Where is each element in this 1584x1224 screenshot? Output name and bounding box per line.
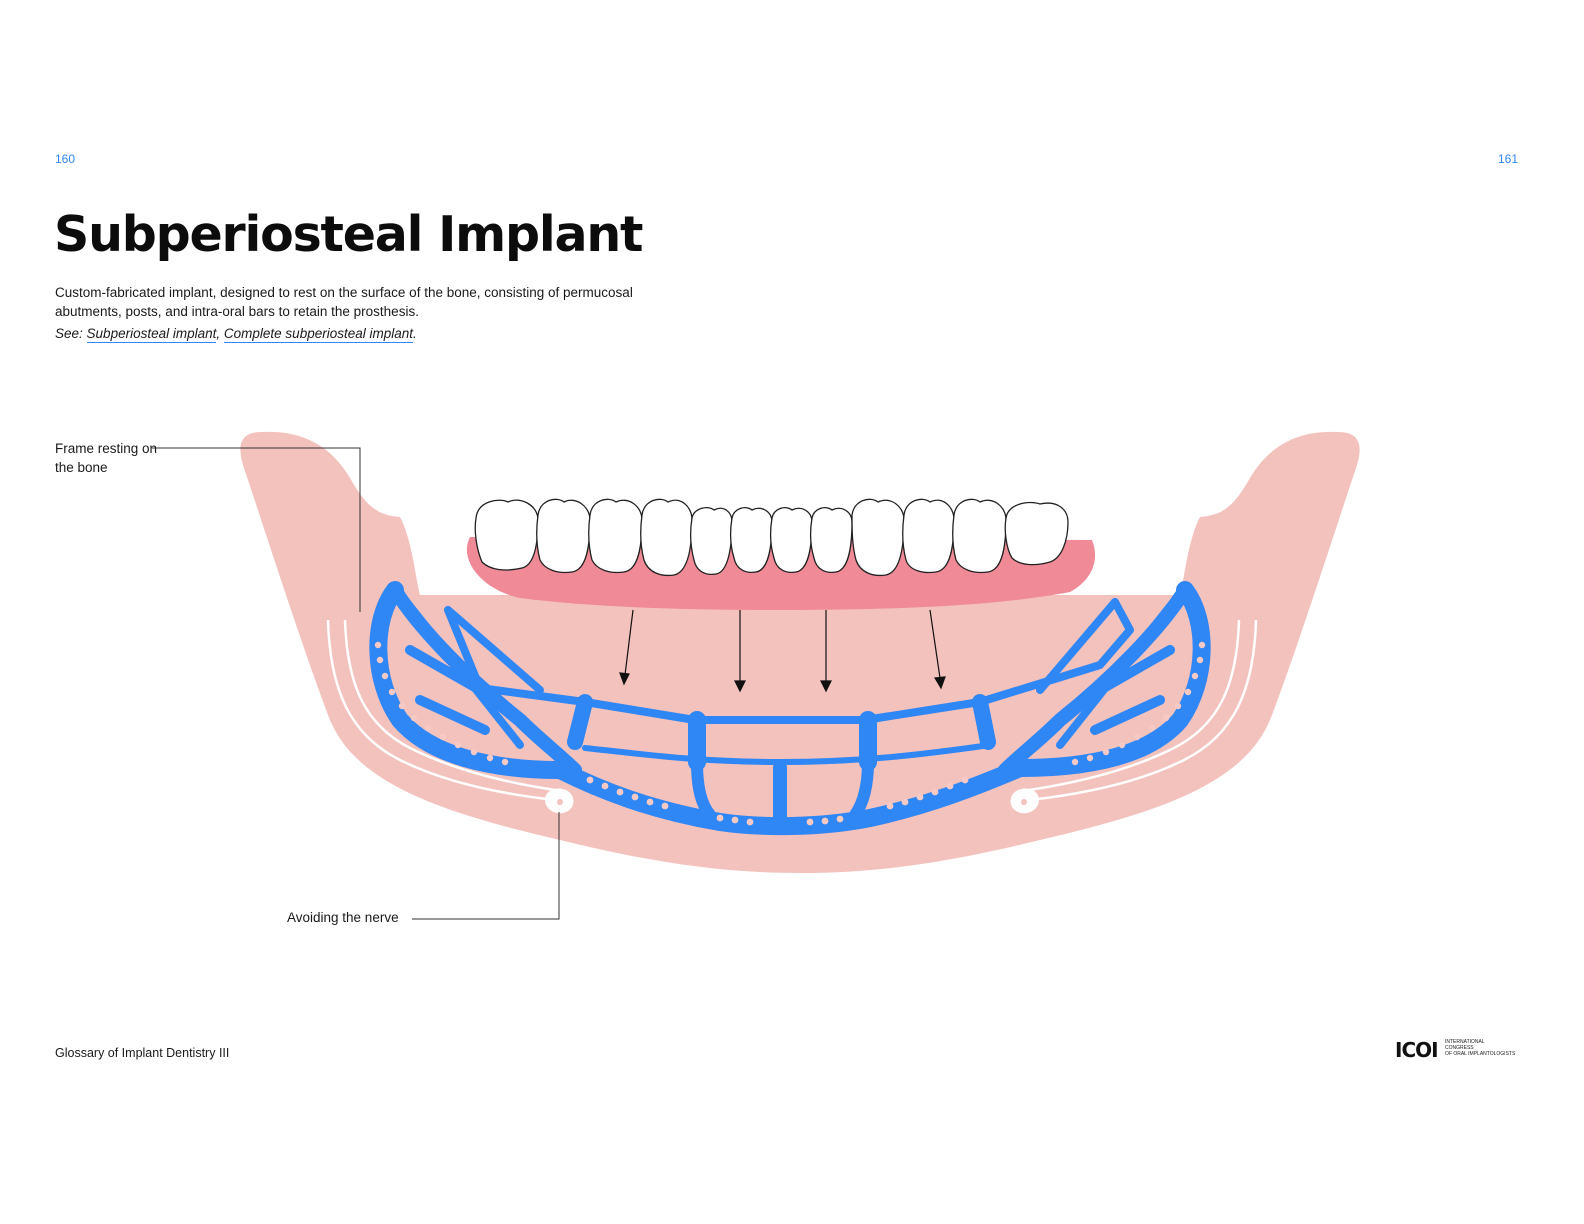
- logo-line: CONGRESS: [1445, 1045, 1474, 1051]
- see-separator: ,: [216, 326, 221, 341]
- label-frame-resting: Frame resting on the bone: [55, 441, 158, 475]
- logo-mark: ICOI: [1395, 1038, 1439, 1062]
- nerve-canal-right-inner: [1028, 619, 1241, 792]
- logo-line: INTERNATIONAL: [1445, 1039, 1485, 1045]
- leader-nerve: [412, 812, 560, 920]
- logo-line: OF ORAL IMPLANTOLOGISTS: [1445, 1051, 1516, 1057]
- see-also: See: Subperiosteal implant, Complete sub…: [55, 326, 417, 343]
- page-number-left: 160: [55, 152, 76, 166]
- leader-frame: [152, 447, 361, 612]
- icoi-logo: ICOI INTERNATIONAL CONGRESS OF ORAL IMPL…: [1395, 1038, 1520, 1064]
- nerve-canal-left-outer: [326, 619, 556, 802]
- link-complete-subperiosteal-implant[interactable]: Complete subperiosteal implant: [223, 326, 414, 343]
- see-end: .: [413, 326, 417, 341]
- placement-arrows: [619, 609, 946, 693]
- implant-frame: [369, 581, 1211, 836]
- nerve-canal-right-outer: [1028, 619, 1258, 802]
- definition-text: Custom-fabricated implant, designed to r…: [55, 285, 633, 319]
- see-prefix: See:: [55, 326, 83, 341]
- logo-text: INTERNATIONAL CONGRESS OF ORAL IMPLANTOL…: [1445, 1039, 1515, 1057]
- nerve-canal-left-inner: [343, 619, 556, 792]
- page-title: Subperiosteal Implant: [54, 206, 643, 263]
- link-subperiosteal-implant[interactable]: Subperiosteal implant: [86, 326, 217, 343]
- label-avoiding-nerve: Avoiding the nerve: [287, 910, 399, 925]
- denture-teeth: [474, 498, 1069, 577]
- footer-title: Glossary of Implant Dentistry III: [55, 1046, 230, 1060]
- page-number-right: 161: [1497, 152, 1518, 166]
- frame-vent-dots: [374, 641, 1206, 826]
